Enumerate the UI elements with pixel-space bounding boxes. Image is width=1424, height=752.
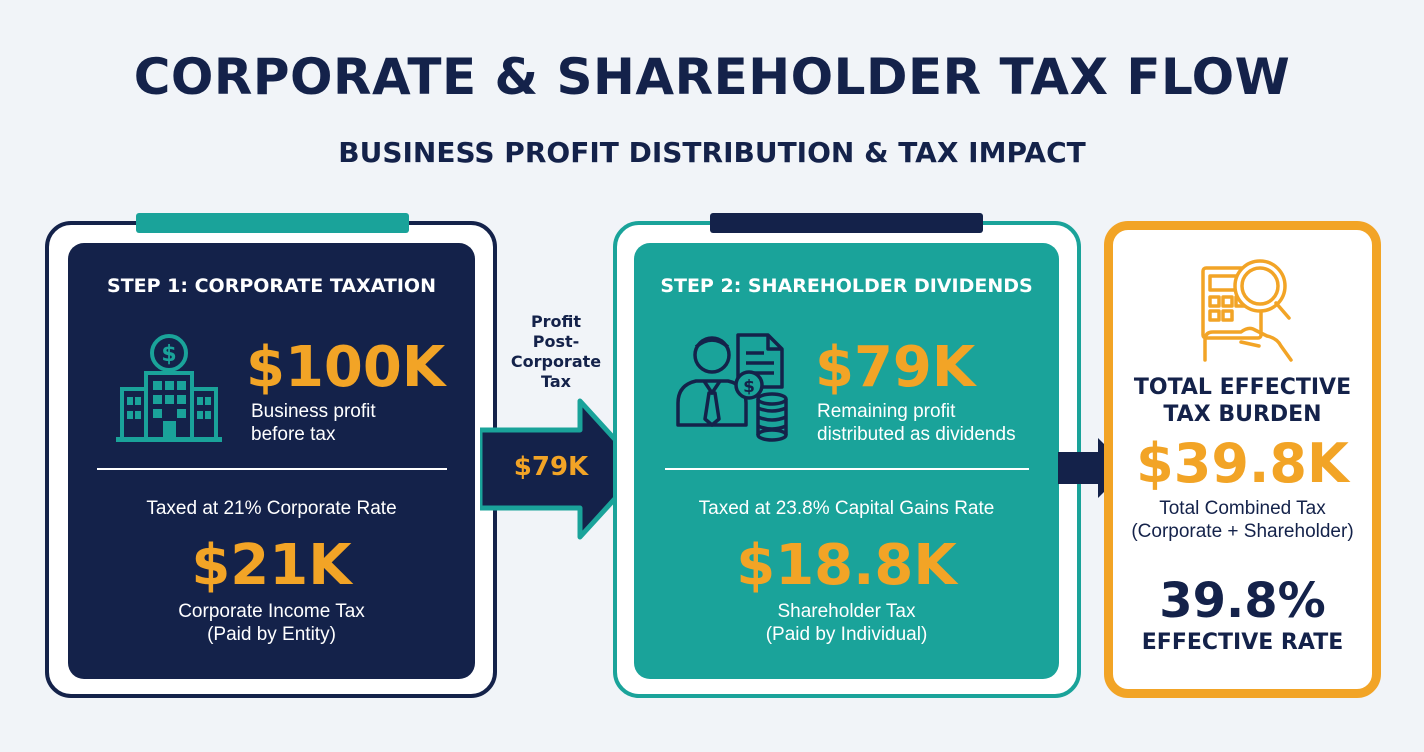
svg-text:$: $ <box>743 377 755 397</box>
shareholder-money-icon: $ <box>676 333 788 442</box>
step1-title: STEP 1: CORPORATE TAXATION <box>107 275 436 297</box>
total-heading-line1: TOTAL EFFECTIVE <box>1133 375 1352 400</box>
step2-divider <box>665 468 1029 470</box>
step2-tax-amount: $18.8K <box>736 533 957 598</box>
flow-label-line2: Post- <box>532 332 580 351</box>
step1-amount-desc: Business profit before tax <box>251 400 376 446</box>
step2-tax-desc: Shareholder Tax (Paid by Individual) <box>634 600 1059 646</box>
svg-text:$: $ <box>161 342 176 367</box>
page-subtitle: BUSINESS PROFIT DISTRIBUTION & TAX IMPAC… <box>338 136 1086 169</box>
step2-tax-desc-line2: (Paid by Individual) <box>765 624 928 645</box>
calculator-magnifier-icon <box>1201 259 1293 362</box>
step1-amount-desc-line1: Business profit <box>251 401 376 422</box>
step1-amount-desc-line2: before tax <box>251 424 336 445</box>
step1-tax-amount: $21K <box>191 533 352 598</box>
total-rate-label: EFFECTIVE RATE <box>1141 630 1344 655</box>
flow-label-line3: Corporate <box>510 352 602 371</box>
step2-card-tab <box>710 213 983 233</box>
flow-label-line4: Tax <box>541 372 571 391</box>
step1-rate-text: Taxed at 21% Corporate Rate <box>146 498 397 519</box>
bank-building-icon: $ <box>116 334 222 442</box>
flow-arrow <box>480 398 645 540</box>
flow-value: $79K <box>513 452 589 482</box>
page-title: CORPORATE & SHAREHOLDER TAX FLOW <box>133 48 1291 106</box>
step1-amount: $100K <box>246 335 446 400</box>
total-heading-line2: TAX BURDEN <box>1163 402 1322 427</box>
total-desc-line2: (Corporate + Shareholder) <box>1131 521 1354 542</box>
step2-title: STEP 2: SHAREHOLDER DIVIDENDS <box>660 275 1033 297</box>
step2-amount-desc: Remaining profit distributed as dividend… <box>817 400 1016 446</box>
total-desc: Total Combined Tax (Corporate + Sharehol… <box>1113 497 1372 543</box>
step1-card: STEP 1: CORPORATE TAXATION $ $100K Busin… <box>68 243 475 679</box>
total-heading: TOTAL EFFECTIVE TAX BURDEN <box>1113 374 1372 428</box>
step2-tax-desc-line1: Shareholder Tax <box>777 601 916 622</box>
step1-card-tab <box>136 213 409 233</box>
total-desc-line1: Total Combined Tax <box>1159 498 1326 519</box>
total-card: TOTAL EFFECTIVE TAX BURDEN $39.8K Total … <box>1104 221 1381 698</box>
step1-tax-desc-line1: Corporate Income Tax <box>178 601 365 622</box>
step1-divider <box>97 468 447 470</box>
step2-rate-text: Taxed at 23.8% Capital Gains Rate <box>698 498 995 519</box>
step2-amount-desc-line2: distributed as dividends <box>817 424 1016 445</box>
total-amount: $39.8K <box>1136 432 1349 495</box>
step2-amount-desc-line1: Remaining profit <box>817 401 956 422</box>
total-rate: 39.8% <box>1159 573 1326 629</box>
step2-amount: $79K <box>815 335 976 400</box>
step1-tax-desc: Corporate Income Tax (Paid by Entity) <box>68 600 475 646</box>
step2-card: STEP 2: SHAREHOLDER DIVIDENDS $ $79K Rem… <box>634 243 1059 679</box>
flow-label: Profit Post- Corporate Tax <box>498 312 614 392</box>
flow-label-line1: Profit <box>530 312 582 331</box>
step1-tax-desc-line2: (Paid by Entity) <box>207 624 336 645</box>
